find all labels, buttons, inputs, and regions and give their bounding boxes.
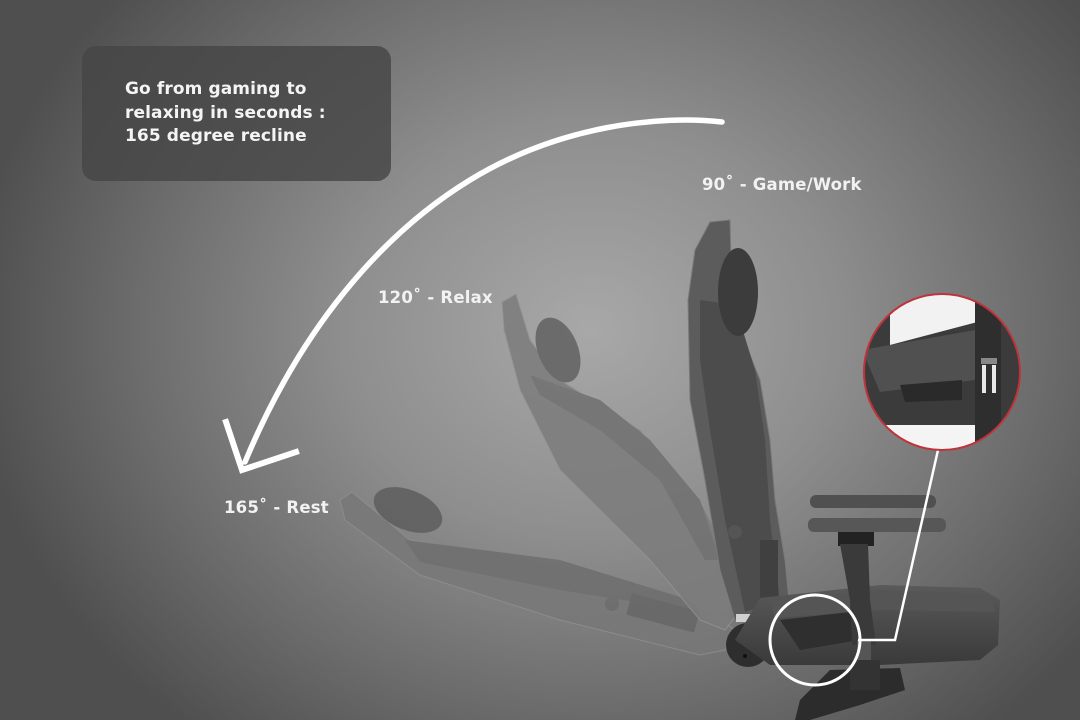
headline-line-3: 165 degree recline xyxy=(125,126,307,146)
label-90-game-work: 90˚ - Game/Work xyxy=(702,175,862,194)
curved-arrow-icon xyxy=(222,117,725,474)
headline-line-2: relaxing in seconds : xyxy=(125,102,326,123)
label-120-relax: 120˚ - Relax xyxy=(378,288,493,307)
headline-line-1: Go from gaming to xyxy=(125,79,307,99)
armrest xyxy=(808,495,946,660)
feature-info-box: Go from gaming to relaxing in seconds : … xyxy=(82,46,391,181)
callout-connector-line xyxy=(858,449,940,642)
backrest-120-relax xyxy=(501,293,741,631)
feature-headline: Go from gaming to relaxing in seconds : … xyxy=(125,78,326,149)
label-165-rest: 165˚ - Rest xyxy=(224,498,329,517)
chair-base xyxy=(795,660,905,720)
backrest-165-rest xyxy=(339,487,736,656)
recline-lever-zoom-callout xyxy=(863,293,1021,451)
backrest-90-game-work xyxy=(687,219,791,626)
